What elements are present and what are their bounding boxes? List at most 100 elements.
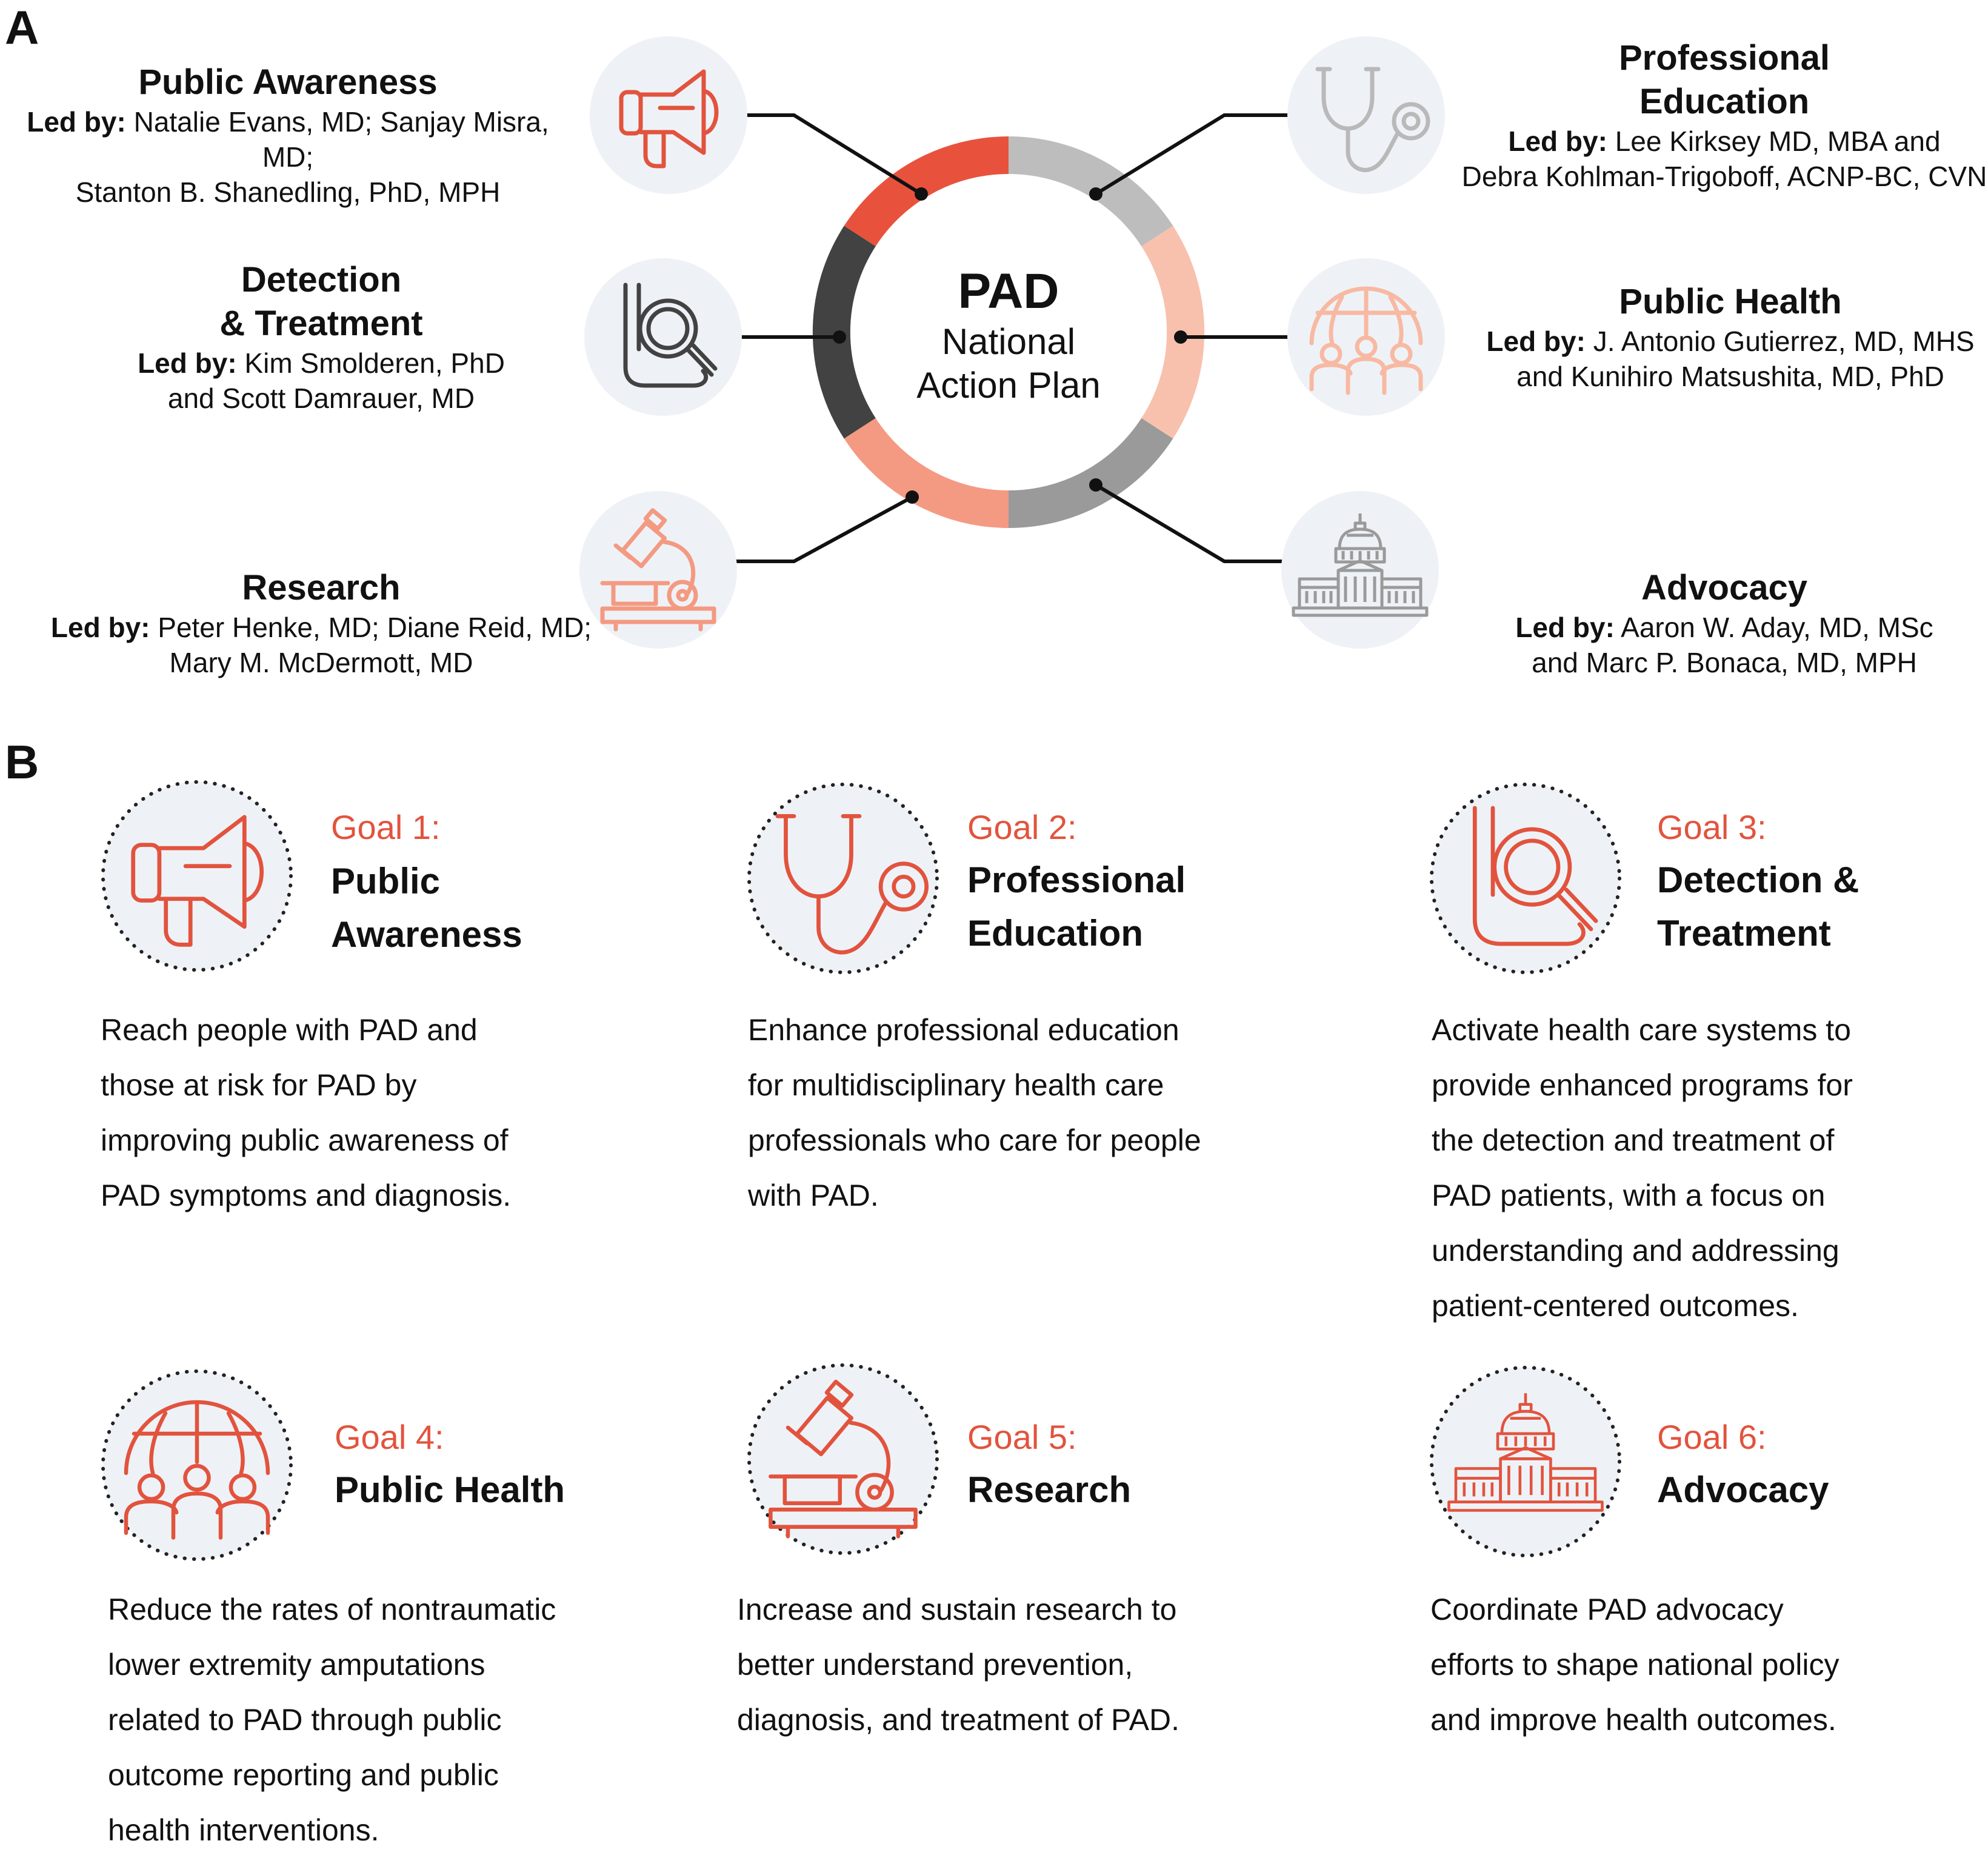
goal-desc-line: health interventions.	[108, 1813, 379, 1847]
ring-segment-research	[844, 418, 1009, 528]
goal-desc-line: and improve health outcomes.	[1430, 1703, 1836, 1737]
goal-2-title: Professional Education	[967, 854, 1283, 960]
led-by-label: Led by:	[50, 612, 150, 643]
ring-segment-public-health	[1141, 226, 1205, 439]
goal-4-label: Goal 4:	[335, 1418, 444, 1456]
goal-2-icon-badge	[747, 783, 939, 974]
goal-desc-line: Increase and sustain research to	[737, 1592, 1177, 1626]
led-by-label: Led by:	[1508, 125, 1607, 157]
goal-desc-line: Reach people with PAD and	[101, 1013, 478, 1047]
lead-line: Kim Smolderen, PhD	[244, 347, 505, 379]
goal-desc-line: those at risk for PAD by	[101, 1068, 417, 1102]
ring-segment-public-awareness	[844, 136, 1009, 247]
panel-b-label: B	[5, 735, 39, 789]
goal-desc-line: Reduce the rates of nontraumatic	[108, 1592, 556, 1626]
team-name: Public Health	[1619, 282, 1842, 321]
team-detection-treatment: Detection & Treatment Led by: Kim Smolde…	[42, 258, 600, 416]
led-by-label: Led by:	[27, 106, 126, 138]
lead-line: and Kunihiro Matsushita, MD, PhD	[1516, 361, 1944, 392]
goal-desc-line: patient-centered outcomes.	[1432, 1289, 1799, 1323]
goal-desc-line: Enhance professional education	[748, 1013, 1179, 1047]
pad-action-plan-diagram: PAD National Action Plan	[579, 36, 1445, 649]
goal-title-line: Public	[331, 861, 441, 901]
goal-5-icon-badge	[747, 1363, 939, 1555]
lead-line: Peter Henke, MD; Diane Reid, MD;	[158, 612, 592, 643]
led-by-label: Led by:	[138, 347, 237, 379]
lead-line: and Marc P. Bonaca, MD, MPH	[1532, 647, 1917, 678]
goal-4-icon-badge	[101, 1369, 293, 1561]
connector-dot	[915, 187, 928, 201]
team-name: Research	[242, 568, 401, 607]
goal-desc-line: professionals who care for people	[748, 1123, 1201, 1157]
goal-3-title: Detection & Treatment	[1657, 854, 1972, 960]
goal-desc-line: efforts to shape national policy	[1430, 1648, 1840, 1682]
team-name: Public Awareness	[138, 62, 438, 102]
goal-5-label: Goal 5:	[967, 1418, 1077, 1456]
goal-desc-line: lower extremity amputations	[108, 1648, 485, 1682]
goal-desc-line: provide enhanced programs for	[1432, 1068, 1853, 1102]
lead-line: Lee Kirksey MD, MBA and	[1615, 125, 1941, 157]
goal-desc-line: for multidisciplinary health care	[748, 1068, 1164, 1102]
connector-dot	[1089, 478, 1102, 492]
goal-6-title: Advocacy	[1657, 1463, 1972, 1517]
goal-4-description: Reduce the rates of nontraumatic lower e…	[108, 1582, 678, 1858]
team-leads: Led by: Peter Henke, MD; Diane Reid, MD;	[36, 610, 606, 645]
team-name: Advocacy	[1641, 568, 1808, 607]
goal-3-description: Activate health care systems to provide …	[1432, 1003, 1977, 1334]
goal-desc-line: the detection and treatment of	[1432, 1123, 1835, 1157]
goal-5-title: Research	[967, 1463, 1283, 1517]
center-title: PAD	[958, 264, 1059, 319]
goal-desc-line: PAD symptoms and diagnosis.	[101, 1178, 512, 1212]
lead-line: Natalie Evans, MD; Sanjay Misra, MD;	[133, 106, 549, 173]
goal-title-line: Treatment	[1657, 913, 1831, 954]
lead-line: J. Antonio Gutierrez, MD, MHS	[1593, 326, 1975, 357]
team-leads: Led by: Aaron W. Aday, MD, MSc	[1461, 610, 1988, 645]
goal-desc-line: diagnosis, and treatment of PAD.	[737, 1703, 1180, 1737]
goal-1-label: Goal 1:	[331, 808, 441, 846]
team-name: Education	[1639, 82, 1810, 121]
goal-desc-line: PAD patients, with a focus on	[1432, 1178, 1826, 1212]
goal-6-label: Goal 6:	[1657, 1418, 1767, 1456]
goal-title-line: Education	[967, 913, 1144, 954]
connector-dot	[833, 330, 846, 344]
lead-line: Debra Kohlman-Trigoboff, ACNP-BC, CVN	[1461, 161, 1987, 192]
goal-desc-line: related to PAD through public	[108, 1703, 502, 1737]
connector-advocacy	[1095, 483, 1294, 563]
team-public-health: Public Health Led by: J. Antonio Gutierr…	[1461, 280, 1988, 394]
ring-segment-detection-treatment	[812, 226, 876, 439]
connector-dot	[906, 490, 919, 504]
goal-1-description: Reach people with PAD and those at risk …	[101, 1003, 634, 1223]
connector-public-awareness	[726, 113, 922, 196]
team-leads: Led by: J. Antonio Gutierrez, MD, MHS	[1461, 324, 1988, 359]
team-professional-education: Professional Education Led by: Lee Kirks…	[1449, 36, 1988, 194]
connector-research	[726, 495, 913, 563]
goal-3-label: Goal 3:	[1657, 808, 1767, 846]
lead-line: Mary M. McDermott, MD	[169, 647, 473, 678]
team-leads: Led by: Natalie Evans, MD; Sanjay Misra,…	[0, 104, 576, 175]
panel-a-label: A	[5, 1, 39, 54]
goal-2-label: Goal 2:	[967, 808, 1077, 846]
goal-desc-line: understanding and addressing	[1432, 1234, 1840, 1268]
ring-segment-professional-education	[1008, 136, 1173, 247]
team-name: Professional	[1618, 38, 1830, 78]
goal-title-line: Public Health	[335, 1469, 565, 1510]
connector-professional-education	[1095, 113, 1294, 196]
goal-title-line: Advocacy	[1657, 1469, 1829, 1510]
goal-title-line: Detection &	[1657, 860, 1860, 900]
goal-desc-line: Coordinate PAD advocacy	[1430, 1592, 1784, 1626]
led-by-label: Led by:	[1486, 326, 1586, 357]
connector-dot	[1174, 330, 1187, 344]
goal-1-icon-badge	[101, 780, 293, 972]
goal-title-line: Awareness	[331, 914, 522, 955]
center-line2: Action Plan	[916, 365, 1101, 406]
goal-4-title: Public Health	[335, 1463, 650, 1517]
goal-desc-line: improving public awareness of	[101, 1123, 509, 1157]
goal-2-description: Enhance professional education for multi…	[748, 1003, 1306, 1223]
goal-6-icon-badge	[1430, 1366, 1621, 1557]
lead-line: Aaron W. Aday, MD, MSc	[1621, 612, 1933, 643]
team-name: Detection	[241, 260, 402, 299]
goal-desc-line: with PAD.	[748, 1178, 879, 1212]
goal-3-icon-badge	[1430, 783, 1621, 974]
goal-1-title: Public Awareness	[331, 855, 646, 961]
team-name: & Treatment	[219, 304, 423, 343]
